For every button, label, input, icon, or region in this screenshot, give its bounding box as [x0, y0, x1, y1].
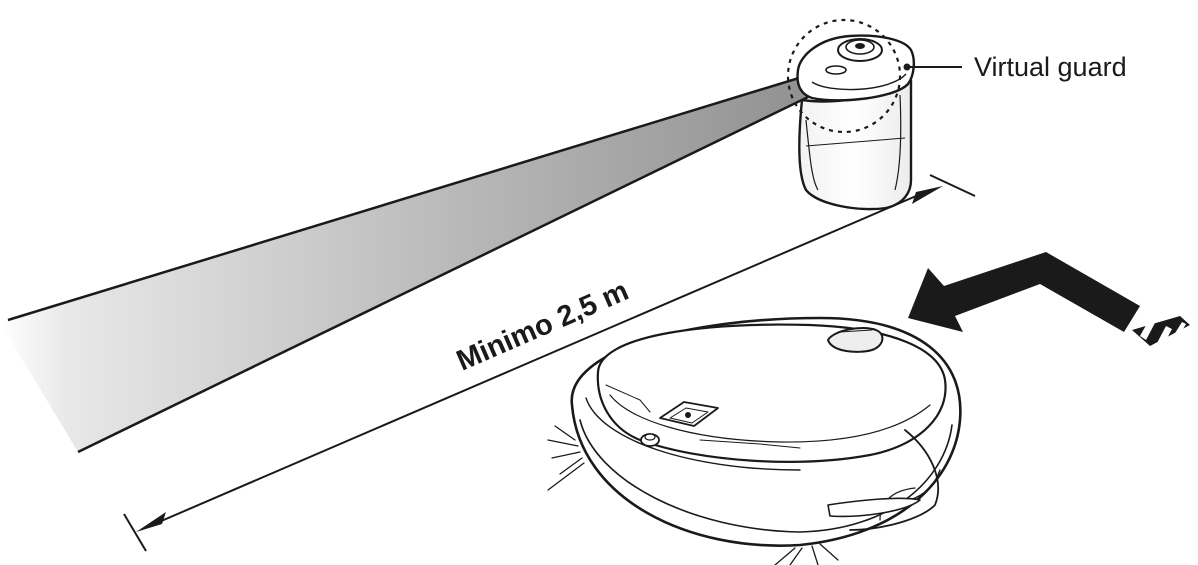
robot-vacuum [547, 316, 962, 565]
device-callout-leader [903, 63, 962, 71]
virtual-guard-device [786, 18, 916, 211]
device-callout-label: Virtual guard [974, 52, 1127, 82]
distance-measure [123, 174, 976, 552]
large-bent-arrow-icon [908, 252, 1190, 348]
ir-beam [0, 64, 844, 454]
